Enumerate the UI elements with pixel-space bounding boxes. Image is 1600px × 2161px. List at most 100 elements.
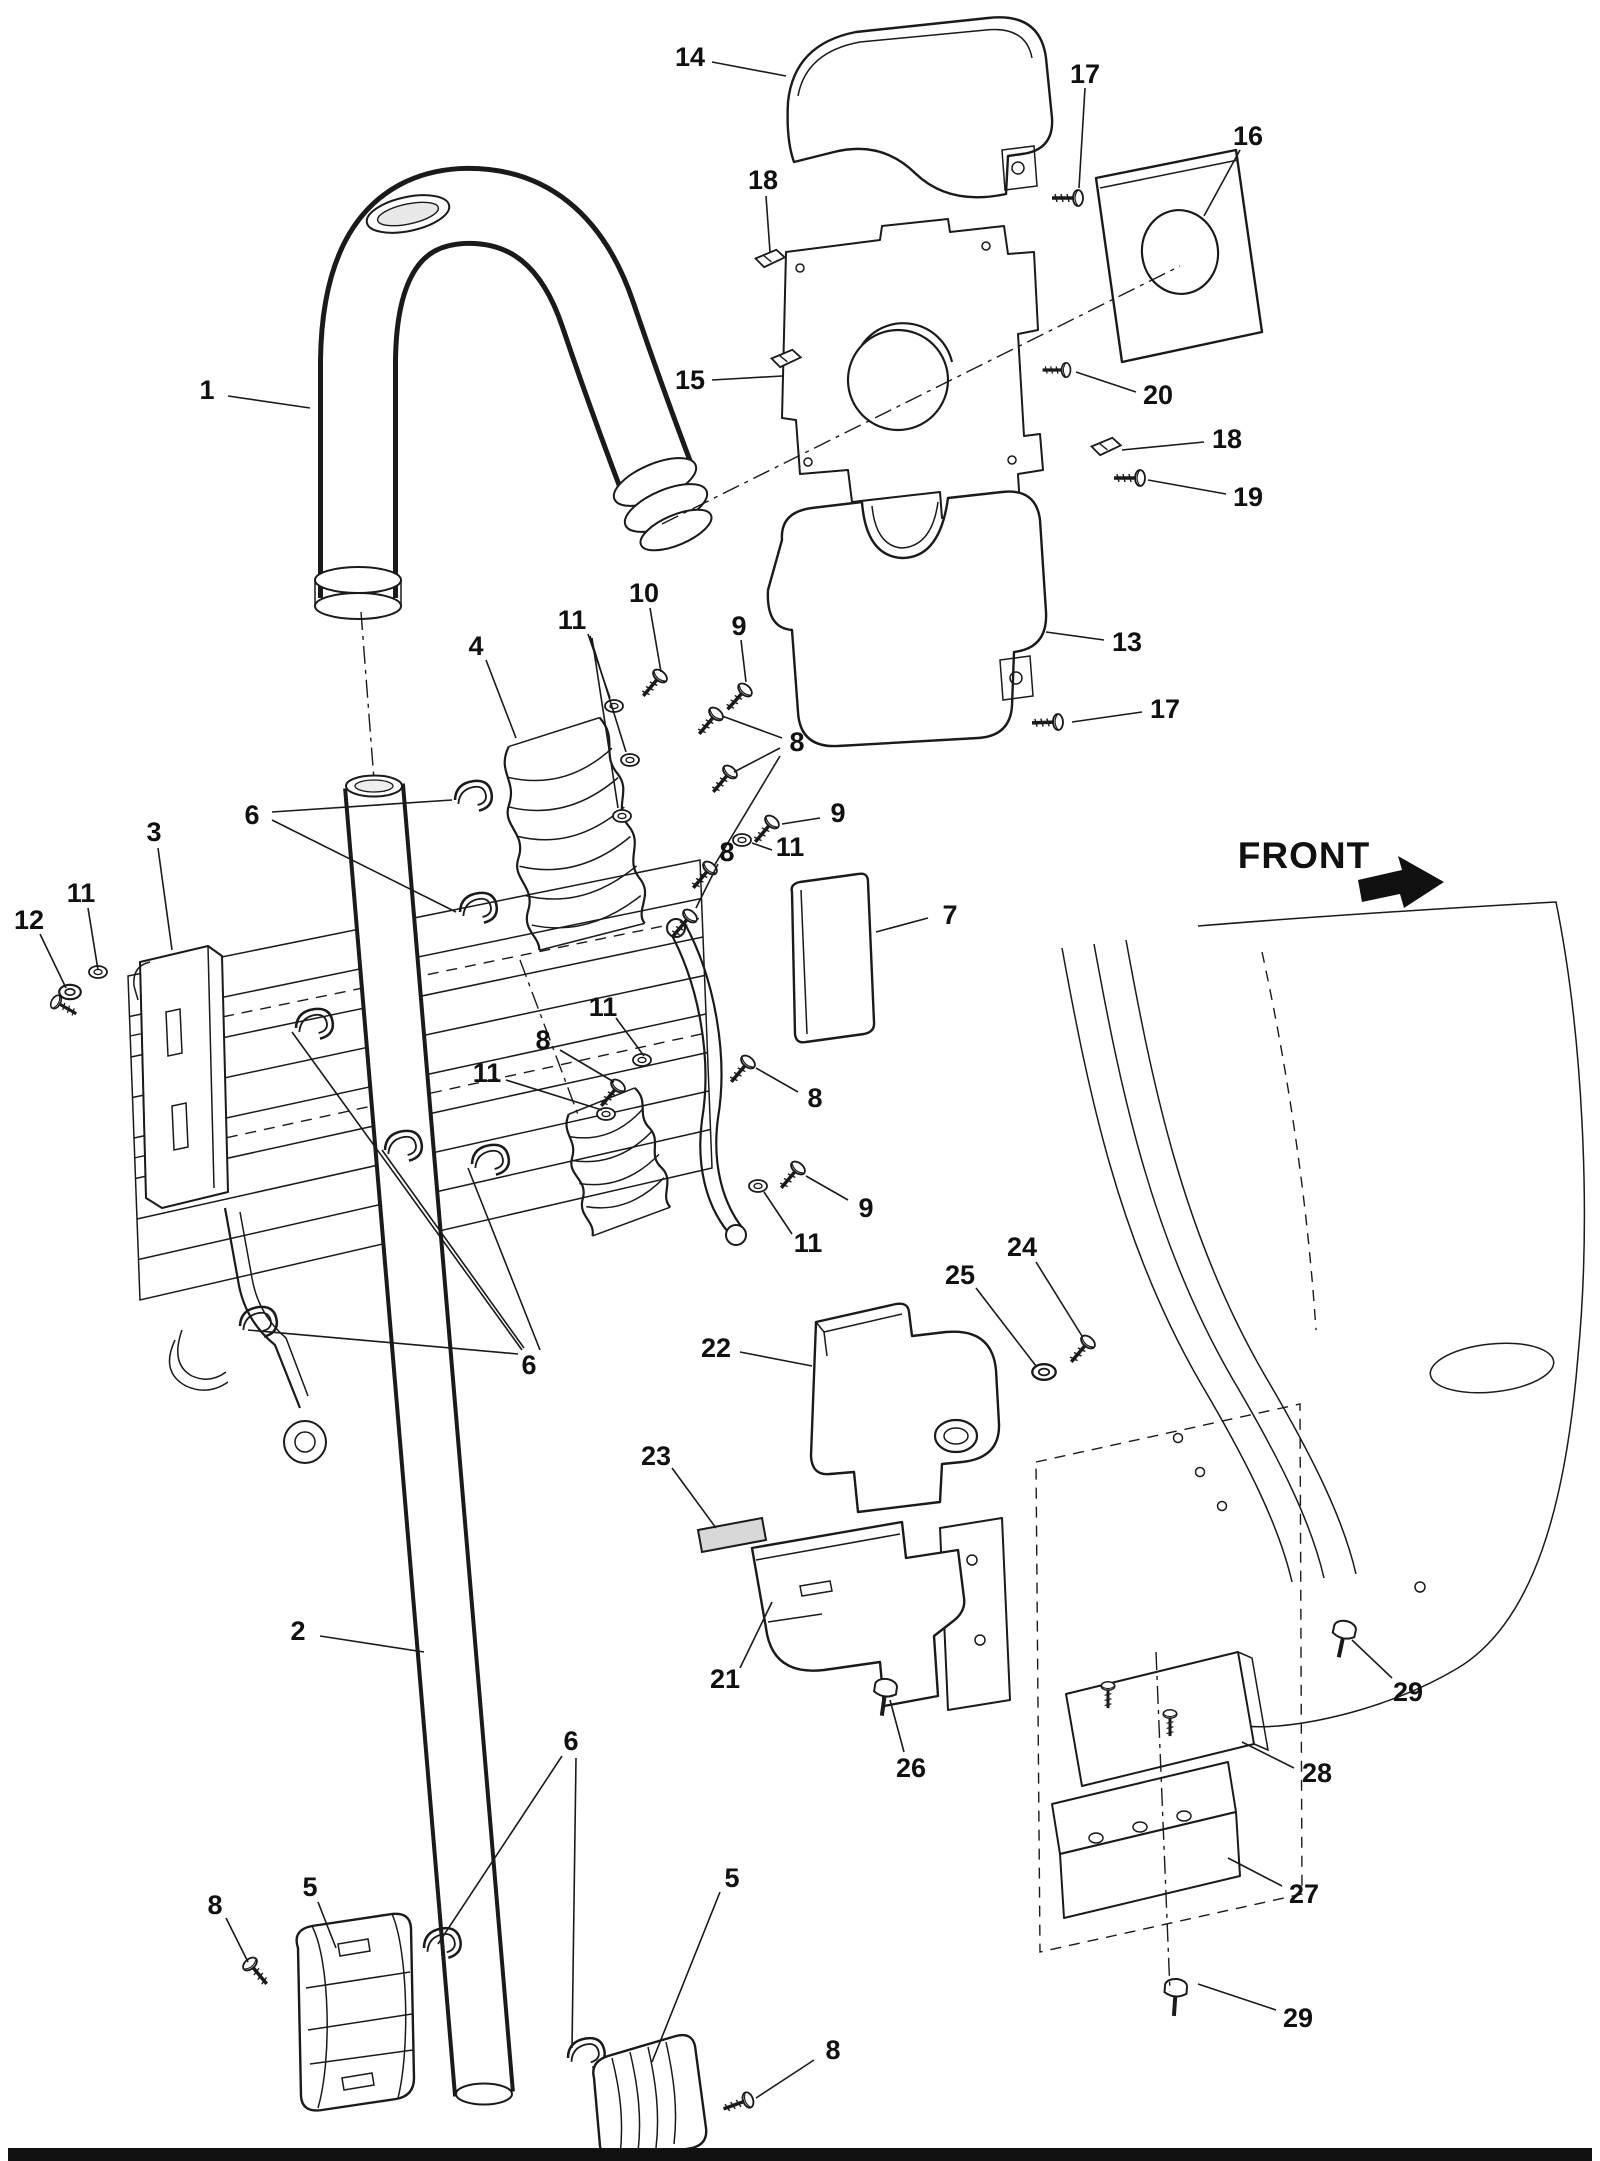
leader-line [711,375,783,381]
front-arrow-icon [1358,856,1444,908]
callout-18: 18 [1212,424,1242,454]
part-support-arm [666,918,747,1246]
callout-11: 11 [473,1058,502,1088]
callout-25: 25 [945,1260,975,1290]
callout-2: 2 [290,1616,305,1646]
leader-line [1078,87,1086,189]
callout-13: 13 [1112,627,1142,657]
leader-line [721,715,783,739]
leader-line [711,61,787,77]
leader-line [271,799,453,813]
leader-line [1045,631,1105,641]
part-pad-23 [696,1516,768,1554]
leader-line [875,917,929,933]
leader-line [751,842,773,851]
part-plate-28 [1065,1651,1269,1787]
leader-line [467,1167,541,1351]
leader-line [740,639,747,683]
callout-17: 17 [1150,694,1180,724]
part-cover-14 [786,16,1054,199]
leader-line [319,1635,425,1653]
leader-line [381,1149,525,1349]
leader-line [1203,149,1241,217]
callout-1: 1 [199,375,214,405]
part-cover-13 [766,490,1048,748]
leader-line [1075,371,1137,393]
leader-line [615,1017,645,1057]
leader-line [1351,1639,1393,1679]
leader-line [889,1699,905,1753]
page-edge-bar [8,2148,1592,2161]
callout-8: 8 [535,1025,550,1055]
callout-29: 29 [1283,2003,1313,2033]
callout-8: 8 [825,2035,840,2065]
callout-15: 15 [675,365,705,395]
callout-9: 9 [858,1193,873,1223]
leader-line [39,933,67,989]
callout-11: 11 [794,1228,823,1258]
part-bracket-21 [750,1520,966,1708]
leader-line [589,635,627,753]
leader-line [1147,479,1227,495]
callout-5: 5 [302,1872,317,1902]
leader-line [781,817,821,825]
callout-11: 11 [558,605,587,635]
callout-8: 8 [789,727,804,757]
callout-8: 8 [207,1890,222,1920]
callout-14: 14 [675,42,705,72]
leader-line [695,863,719,909]
callout-10: 10 [629,578,659,608]
leader-line [649,607,662,673]
callout-11: 11 [589,992,618,1022]
callout-4: 4 [468,631,483,661]
part-clip-18 [1089,435,1123,458]
leader-line [559,1049,615,1083]
part-bracket-22 [809,1302,1001,1514]
leader-line [739,1351,813,1367]
leader-line [247,1329,519,1355]
part-left-bracket [133,945,229,1209]
part-clamp-bottom [592,2033,708,2161]
leader-line [713,755,781,867]
leader-line [755,2059,815,2099]
leader-line [651,1891,721,2063]
callout-18: 18 [748,165,778,195]
part-bellows-upper [503,716,647,951]
callout-6: 6 [563,1726,578,1756]
leader-line [1227,1857,1283,1887]
leader-line [225,1917,249,1963]
callout-8: 8 [719,837,734,867]
leader-line [317,1901,337,1949]
leader-line [765,195,771,253]
callout-9: 9 [830,798,845,828]
part-lower-steering-tube [343,774,515,2106]
assembly-axes [360,265,1181,1993]
leader-line [1071,711,1143,723]
leader-line [1121,441,1205,451]
callout-6: 6 [521,1350,536,1380]
part-plate-15 [781,218,1044,519]
part-upper-steering-tube [314,165,713,620]
callout-11: 11 [776,832,805,862]
leader-line [671,1467,717,1529]
leader-line [291,1031,523,1351]
callout-16: 16 [1233,121,1263,151]
callout-29: 29 [1393,1677,1423,1707]
callout-12: 12 [14,905,44,935]
part-bellows-lower [565,1087,672,1237]
callout-26: 26 [896,1753,926,1783]
leader-line [805,1175,849,1201]
part-pad [790,872,876,1044]
leader-line [755,1067,799,1093]
leader-line [1035,1261,1083,1337]
leader-line [437,1755,563,1945]
callout-21: 21 [710,1664,740,1694]
leader-line [763,1191,793,1235]
part-clamp-left [295,1912,416,2112]
part-panel-16 [1094,148,1264,364]
callout-17: 17 [1070,59,1100,89]
callout-27: 27 [1289,1879,1319,1909]
leader-line [87,907,99,971]
leader-line [733,747,781,773]
